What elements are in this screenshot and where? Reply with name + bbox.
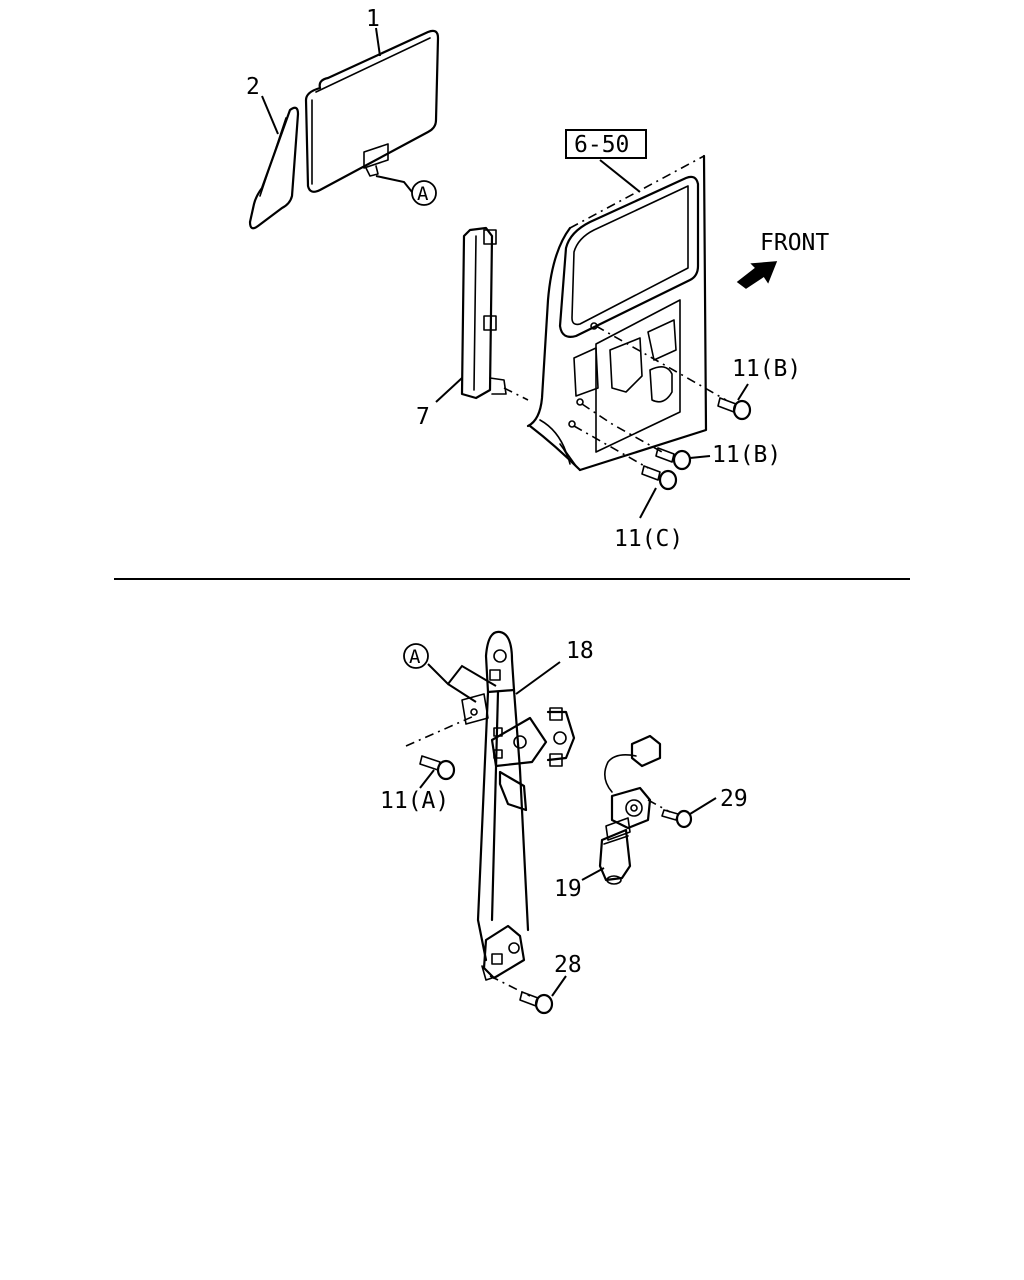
door-panel xyxy=(526,154,708,472)
ref-box-6-50 xyxy=(565,129,647,159)
callout-7: 7 xyxy=(416,404,430,430)
callout-1: 1 xyxy=(366,6,380,32)
callout-11b-lower: 11(B) xyxy=(712,442,781,468)
bolt-11a xyxy=(419,755,456,781)
run-channel-part-7 xyxy=(460,226,507,400)
leader-11a xyxy=(419,769,435,789)
regulator-motor-part-19 xyxy=(598,734,662,885)
leader-7 xyxy=(435,377,463,403)
circle-ref-a-bottom-label: A xyxy=(409,646,421,668)
leader-a-top xyxy=(375,175,413,193)
leader-a-bottom xyxy=(427,663,497,703)
callout-28: 28 xyxy=(554,952,582,978)
leader-1 xyxy=(375,27,381,57)
dash-28 xyxy=(489,975,531,997)
bolt-11b-upper xyxy=(717,397,752,421)
circle-ref-a-top-label: A xyxy=(417,183,429,205)
bolt-28 xyxy=(519,991,554,1015)
circle-ref-a-bottom xyxy=(403,643,429,669)
door-glass-part-1 xyxy=(304,29,440,193)
dash-11c xyxy=(573,425,649,469)
callout-19: 19 xyxy=(554,876,582,902)
leader-ref-box xyxy=(599,159,641,193)
front-label: FRONT xyxy=(760,230,829,256)
callout-18: 18 xyxy=(566,638,594,664)
callout-29: 29 xyxy=(720,786,748,812)
callout-11a: 11(A) xyxy=(380,788,449,814)
leader-28 xyxy=(551,975,567,997)
dash-channel xyxy=(503,387,529,401)
dash-11b-upper xyxy=(595,325,727,401)
front-arrow-icon xyxy=(736,261,778,289)
bolt-11c xyxy=(641,465,678,491)
screw-29 xyxy=(661,809,693,829)
window-regulator-part-18 xyxy=(461,630,576,981)
circle-ref-a-top xyxy=(411,180,437,206)
leader-19 xyxy=(581,867,605,881)
ref-box-label: 6-50 xyxy=(574,132,629,158)
leader-2 xyxy=(261,95,279,135)
callout-2: 2 xyxy=(246,74,260,100)
bolt-11b-lower xyxy=(655,447,692,471)
dash-29 xyxy=(647,799,671,813)
dash-11b-lower xyxy=(581,403,663,453)
dash-11a xyxy=(405,715,475,747)
leader-11b-lower xyxy=(689,455,711,459)
quarter-glass-part-2 xyxy=(248,106,300,230)
leader-18 xyxy=(515,661,561,695)
leader-29 xyxy=(689,797,717,815)
leader-11b-upper xyxy=(737,383,749,401)
callout-11b-upper: 11(B) xyxy=(732,356,801,382)
leader-11c xyxy=(639,487,657,519)
callout-11c: 11(C) xyxy=(614,526,683,552)
